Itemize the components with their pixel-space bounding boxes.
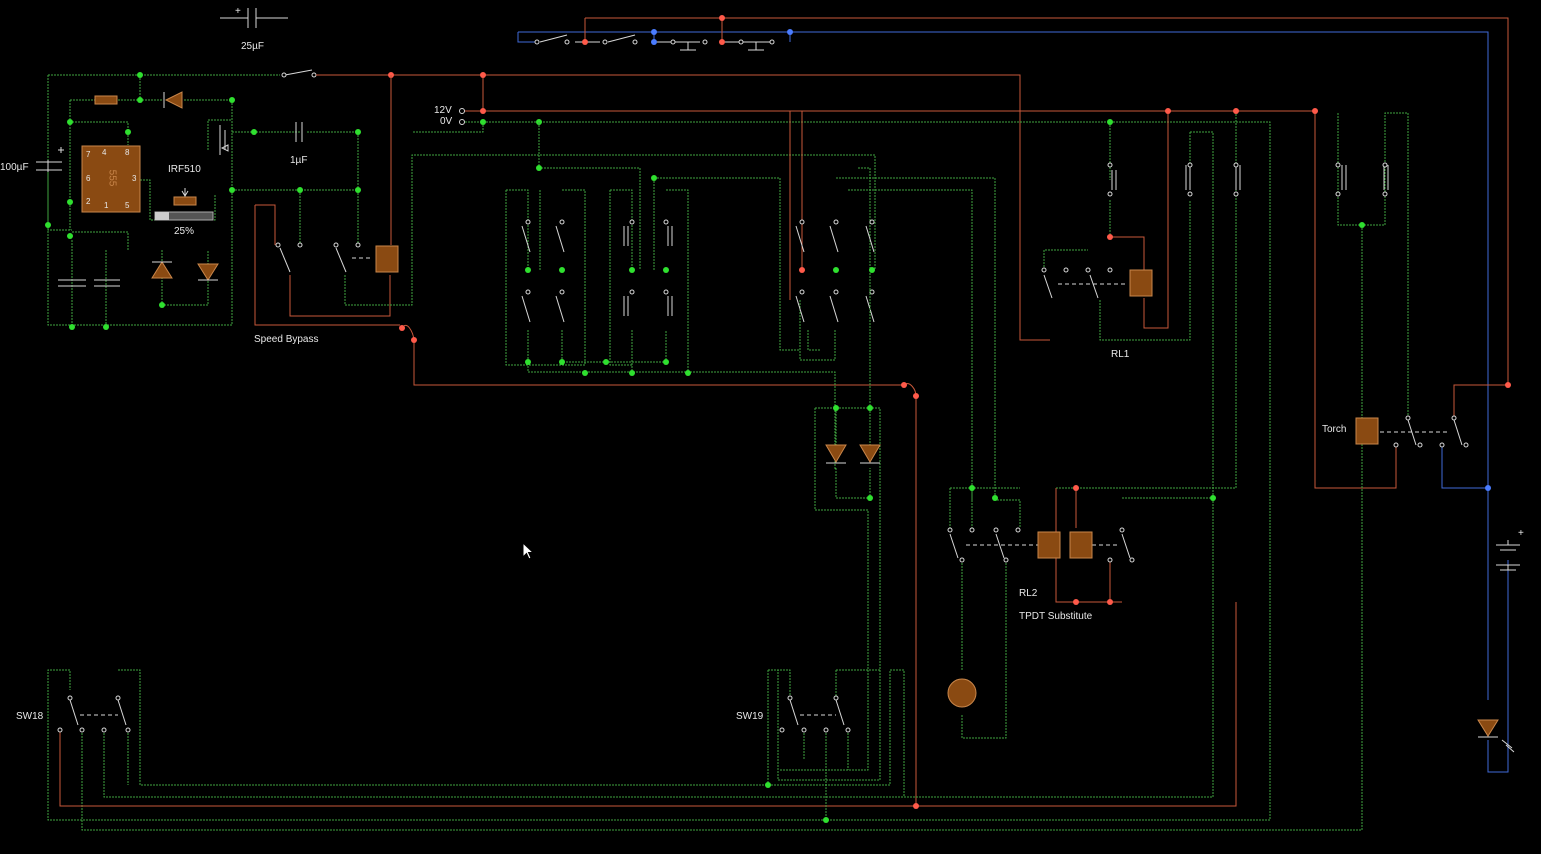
speed-bypass-group <box>254 75 904 386</box>
pin6-label: 6 <box>86 174 91 183</box>
speed-bypass-label: Speed Bypass <box>254 334 319 345</box>
cap-plus-label: + <box>235 6 241 17</box>
pin4-label: 4 <box>102 148 107 157</box>
battery-plus-label: + <box>1518 528 1524 539</box>
torch-group <box>81 112 1520 831</box>
pin7-label: 7 <box>86 150 91 159</box>
relay-coil-rl1[interactable] <box>1129 269 1153 297</box>
mosfet-label: IRF510 <box>168 164 201 175</box>
diode-icon-left <box>825 444 847 463</box>
ic-555-label: 555 <box>106 169 118 187</box>
supply-rails <box>47 72 1397 821</box>
zener-icon <box>151 261 173 279</box>
ic-555[interactable] <box>81 145 141 213</box>
mouse-cursor-icon <box>522 542 535 560</box>
timer-section <box>36 69 1050 341</box>
rl1-label: RL1 <box>1111 349 1130 360</box>
relay-coil[interactable] <box>375 245 399 273</box>
pot-value-label: 25% <box>174 226 195 237</box>
rl2-label: RL2 <box>1019 588 1038 599</box>
pin2-label: 2 <box>86 197 91 206</box>
potentiometer[interactable] <box>173 196 197 206</box>
resistor[interactable] <box>94 95 118 105</box>
switch-matrix <box>505 111 1021 528</box>
sw18-label: SW18 <box>16 711 44 722</box>
sw18-group <box>57 500 1214 807</box>
cap-100uf-label: 100µF <box>0 162 29 173</box>
relay-coil-torch[interactable] <box>1355 417 1379 445</box>
rl1-group <box>1041 108 1318 500</box>
cap-1uf-label: 1µF <box>290 155 308 166</box>
zener-icon-2 <box>197 263 219 281</box>
diode-icon-right <box>859 444 881 463</box>
v0-label: 0V <box>440 116 453 127</box>
led-icon <box>1477 719 1499 737</box>
rl2-group <box>947 485 1216 739</box>
tpdt-label: TPDT Substitute <box>1019 611 1093 622</box>
relay-coil-tpdt[interactable] <box>1069 531 1093 559</box>
sw19-group <box>765 669 919 823</box>
pin3-label: 3 <box>132 174 137 183</box>
v12-label: 12V <box>434 105 452 116</box>
capacitor-25uf[interactable] <box>220 8 288 28</box>
motor-icon[interactable] <box>947 678 977 708</box>
pin5-label: 5 <box>125 201 130 210</box>
top-bus <box>517 15 1509 488</box>
diode-pair <box>777 290 1237 807</box>
sw19-label: SW19 <box>736 711 764 722</box>
pin1-label: 1 <box>104 201 109 210</box>
pin8-label: 8 <box>125 148 130 157</box>
relay-coil-rl2[interactable] <box>1037 531 1061 559</box>
diode-icon <box>164 91 183 109</box>
cap-25uf-label: 25µF <box>241 41 264 52</box>
torch-label: Torch <box>1322 424 1347 435</box>
